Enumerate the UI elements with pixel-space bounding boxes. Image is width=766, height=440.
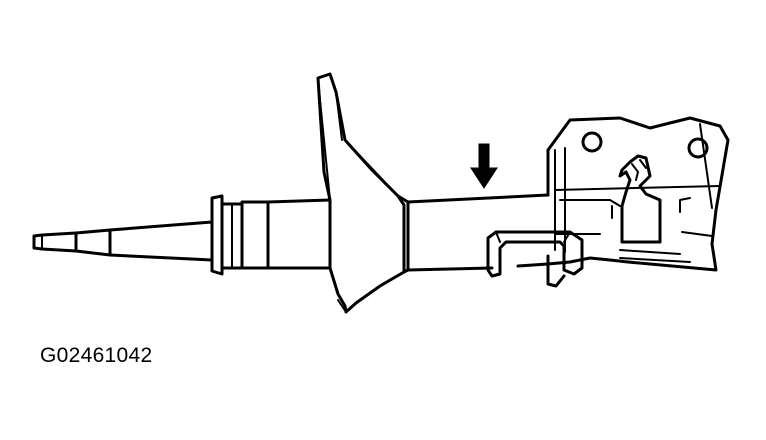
strut-cylinder [406,193,550,272]
rod-collar [210,194,332,276]
knuckle-bracket [546,116,730,272]
hose-bracket [486,230,584,288]
piston-rod [32,220,214,262]
figure-code: G02461042 [40,344,153,367]
down-arrow-icon [470,143,498,189]
spring-seat [316,72,410,314]
